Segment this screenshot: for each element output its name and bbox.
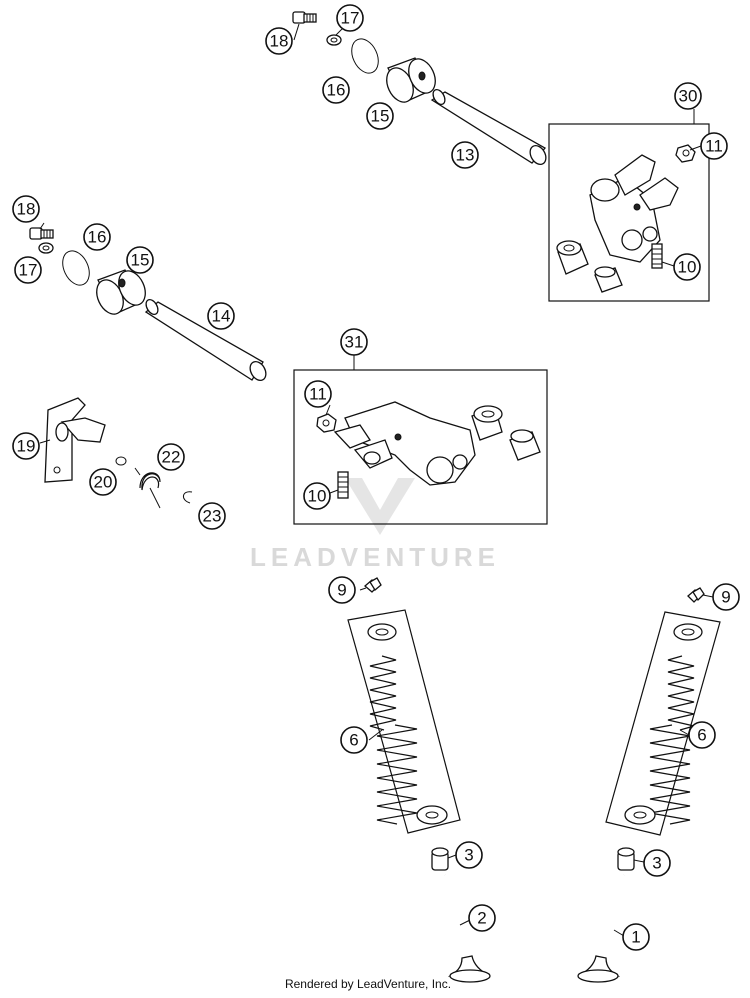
svg-text:17: 17: [19, 261, 38, 280]
pin-lower: [509, 429, 541, 461]
callout-3-left: 3: [455, 841, 483, 869]
callout-3-right: 3: [643, 849, 671, 877]
callout-9-right: 9: [712, 583, 740, 611]
rocker-arm-30: [556, 144, 696, 293]
svg-text:16: 16: [88, 228, 107, 247]
callout-2: 2: [468, 904, 496, 932]
svg-text:15: 15: [371, 107, 390, 126]
callout-31: 31: [340, 328, 368, 356]
svg-text:19: 19: [17, 437, 36, 456]
screw-18-upper: [292, 11, 317, 24]
valve-assembly-left: [347, 577, 491, 983]
callout-20: 20: [89, 468, 117, 496]
watermark-logo: [345, 478, 415, 535]
valve-seal-3-right: [617, 847, 635, 871]
svg-text:9: 9: [337, 581, 346, 600]
decompression-lever-19: [44, 397, 106, 483]
callout-10-lower: 10: [303, 482, 331, 510]
callout-22: 22: [157, 443, 185, 471]
rocker-shaft-13: [430, 88, 547, 165]
rocker-arm-31: [316, 401, 541, 499]
valve-assembly-right: [577, 587, 721, 983]
svg-text:31: 31: [345, 333, 364, 352]
callout-18-lower: 18: [12, 195, 40, 223]
roller-upper: [556, 240, 589, 275]
svg-text:6: 6: [349, 731, 358, 750]
svg-text:30: 30: [679, 87, 698, 106]
svg-text:3: 3: [652, 854, 661, 873]
rocker-arm-box-31: [293, 369, 548, 525]
callout-16-upper: 16: [322, 76, 350, 104]
callout-30: 30: [674, 82, 702, 110]
valve-spring-box-6-right: [605, 611, 721, 836]
svg-text:22: 22: [162, 448, 181, 467]
watermark-text: LEADVENTURE: [250, 542, 500, 572]
o-ring-16-upper: [351, 38, 379, 74]
bushing-15-upper: [386, 57, 436, 103]
pin-upper: [594, 266, 623, 293]
lower-shaft-assembly: [29, 227, 267, 381]
callout-16-lower: 16: [83, 223, 111, 251]
footer-credit: Rendered by LeadVenture, Inc.: [285, 977, 451, 991]
roller-lower: [471, 405, 503, 441]
svg-text:16: 16: [327, 81, 346, 100]
callout-15-lower: 15: [126, 246, 154, 274]
callout-19: 19: [12, 432, 40, 460]
ring-20: [115, 456, 127, 466]
rocker-shaft-14: [144, 298, 267, 381]
callout-23: 23: [198, 502, 226, 530]
svg-text:23: 23: [203, 507, 222, 526]
callout-17-upper: 17: [336, 4, 364, 32]
valve-seal-3-left: [431, 847, 449, 871]
valve-spring-box-6-left: [347, 609, 461, 834]
svg-text:11: 11: [705, 137, 723, 156]
valve-2: [443, 874, 491, 983]
callout-15-upper: 15: [366, 102, 394, 130]
callout-10-upper: 10: [673, 253, 701, 281]
svg-text:18: 18: [17, 200, 36, 219]
washer-17-lower: [38, 242, 54, 254]
callout-11-lower: 11: [304, 380, 332, 408]
svg-text:2: 2: [477, 909, 486, 928]
svg-text:3: 3: [464, 846, 473, 865]
callout-6-right: 6: [688, 721, 716, 749]
callout-1: 1: [622, 923, 650, 951]
svg-text:1: 1: [631, 928, 640, 947]
bushing-15-lower: [96, 269, 146, 315]
o-ring-16-lower: [62, 250, 90, 286]
upper-shaft-assembly: [292, 11, 547, 165]
svg-text:11: 11: [309, 385, 327, 404]
svg-text:9: 9: [721, 588, 730, 607]
nut-11-lower: [316, 413, 337, 433]
callout-14: 14: [207, 302, 235, 330]
svg-text:15: 15: [131, 251, 150, 270]
screw-18-lower: [29, 227, 54, 240]
svg-text:6: 6: [697, 726, 706, 745]
callout-13: 13: [451, 141, 479, 169]
adjust-screw-10-lower: [337, 471, 349, 499]
rocker-arm-box-30: [548, 123, 710, 302]
torsion-spring-22: [134, 467, 161, 509]
svg-text:13: 13: [456, 146, 475, 165]
callout-11-upper: 11: [700, 132, 728, 160]
svg-text:17: 17: [341, 9, 360, 28]
svg-text:14: 14: [212, 307, 231, 326]
svg-text:18: 18: [270, 32, 289, 51]
adjust-screw-10-upper: [651, 243, 663, 269]
valve-1: [577, 874, 626, 983]
callout-17-lower: 17: [14, 256, 42, 284]
washer-17-upper: [326, 34, 342, 46]
svg-text:10: 10: [308, 487, 327, 506]
callout-9-left: 9: [328, 576, 356, 604]
leader-lines: [39, 23, 714, 937]
svg-text:20: 20: [94, 473, 113, 492]
callout-18-upper: 18: [265, 27, 293, 55]
circlip-23: [183, 491, 193, 504]
svg-text:10: 10: [678, 258, 697, 277]
callout-6-left: 6: [340, 726, 368, 754]
nut-11-upper: [675, 144, 696, 163]
